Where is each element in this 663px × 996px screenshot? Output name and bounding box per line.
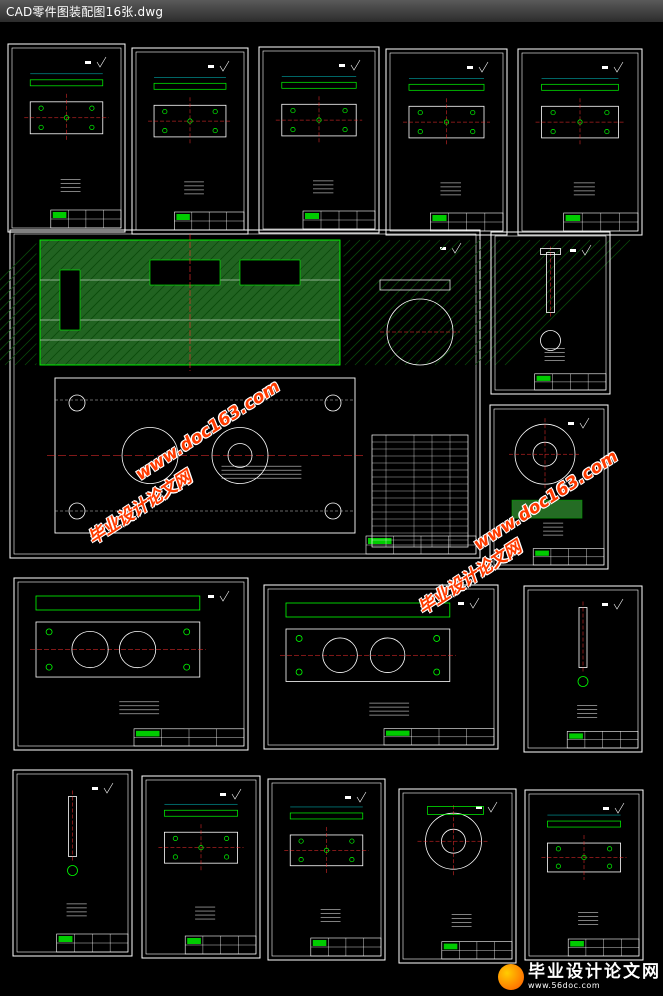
drawing-sheet[interactable] <box>517 48 643 236</box>
drawing-sheet[interactable] <box>523 585 643 753</box>
drawing-sheet[interactable] <box>12 769 133 957</box>
logo-icon <box>498 964 524 990</box>
drawing-sheet[interactable] <box>258 46 380 234</box>
cad-canvas[interactable] <box>0 22 663 996</box>
drawing-sheet[interactable] <box>0 229 631 559</box>
window-title: CAD零件图装配图16张.dwg <box>6 5 164 19</box>
drawing-sheet[interactable] <box>524 789 644 961</box>
drawing-sheet[interactable] <box>267 778 386 961</box>
drawing-sheet[interactable] <box>489 404 609 570</box>
drawing-sheet[interactable] <box>13 577 249 751</box>
drawing-sheet[interactable] <box>141 775 261 959</box>
drawing-sheet[interactable] <box>7 43 126 233</box>
site-logo: 毕业设计论文网 www.56doc.com <box>498 962 661 992</box>
drawing-sheet[interactable] <box>490 231 611 395</box>
logo-url: www.56doc.com <box>528 981 601 990</box>
drawing-sheet[interactable] <box>398 788 517 964</box>
drawing-sheet[interactable] <box>263 584 499 750</box>
window-titlebar: CAD零件图装配图16张.dwg <box>0 0 663 23</box>
drawing-sheet[interactable] <box>385 48 508 236</box>
logo-title: 毕业设计论文网 <box>528 962 661 982</box>
